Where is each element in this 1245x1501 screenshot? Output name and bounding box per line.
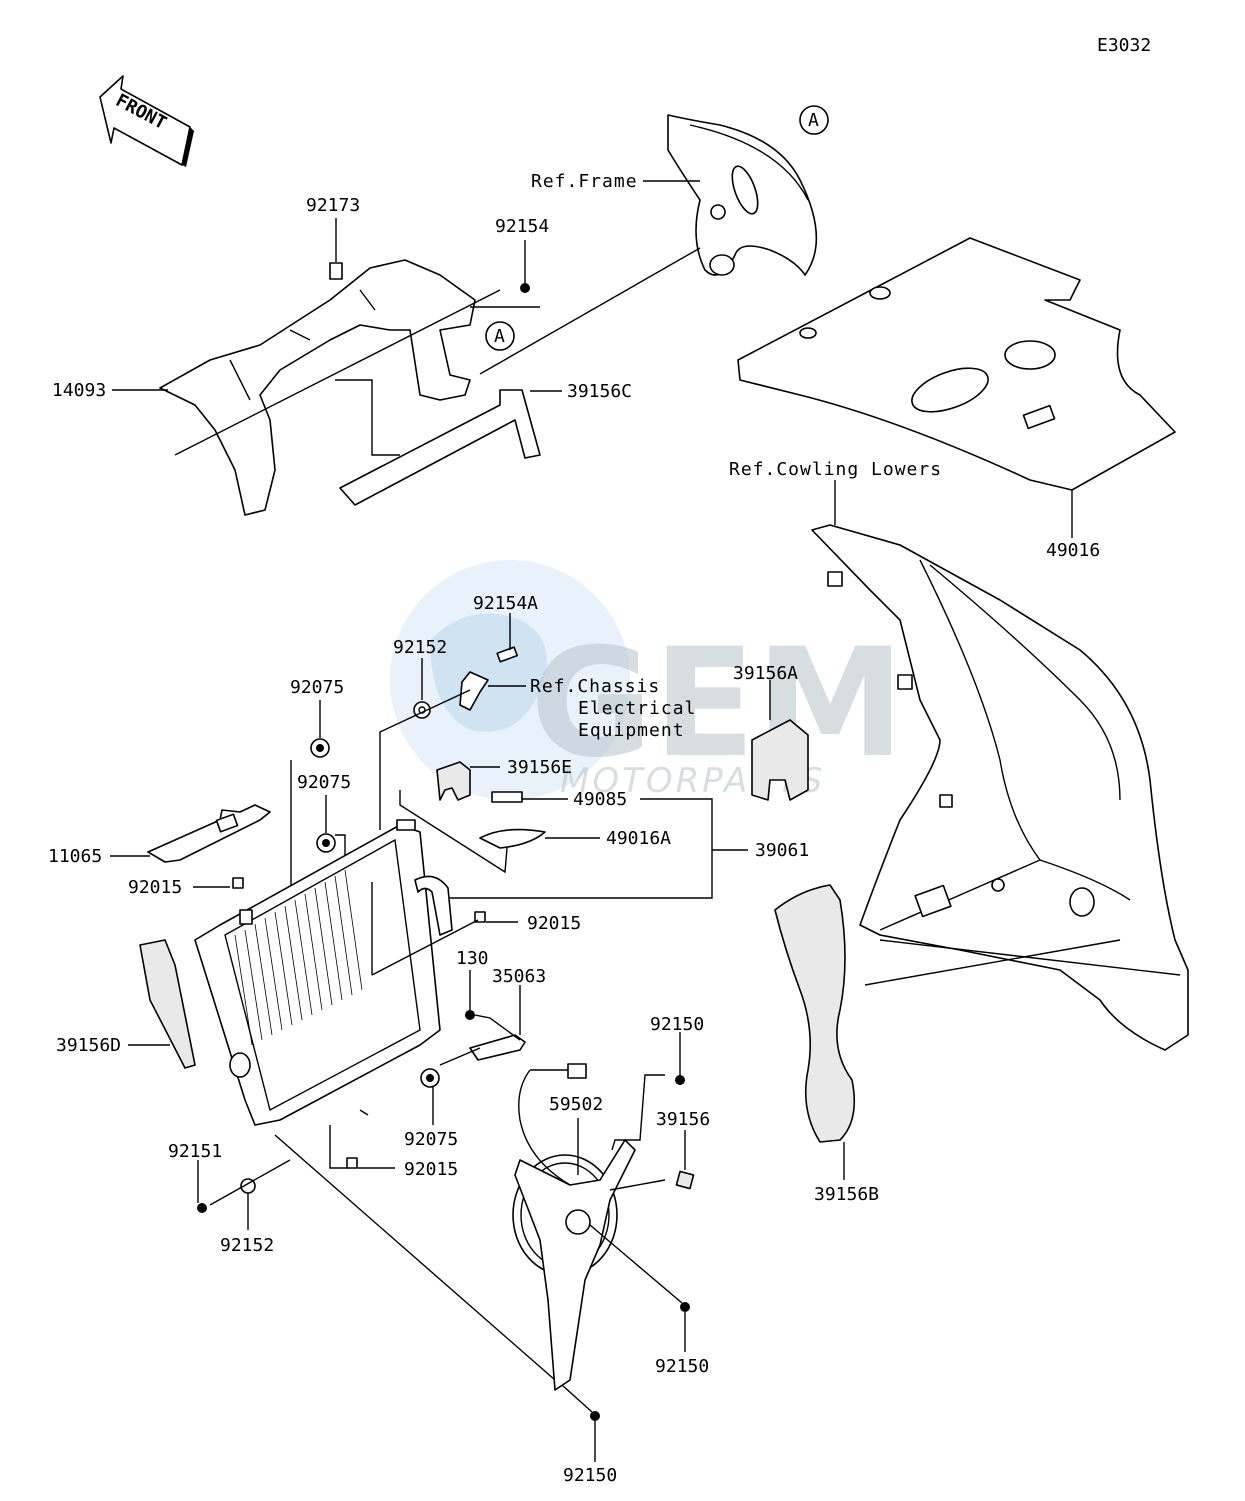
part-92015-a-label: 92015 (128, 877, 182, 898)
front-arrow-icon: FRONT (99, 75, 194, 167)
part-92150-c-label: 92150 (563, 1465, 617, 1486)
part-92173-label: 92173 (306, 195, 360, 216)
part-11065-plate (147, 804, 271, 863)
part-14093-label: 14093 (52, 380, 106, 401)
part-92150-nut-c (590, 1411, 600, 1421)
part-39156E-label: 39156E (507, 757, 572, 778)
diagram-code: E3032 (1097, 35, 1151, 56)
callout-a-top: A (799, 105, 829, 135)
frame-bracket (667, 114, 818, 276)
part-39156B-label: 39156B (814, 1184, 879, 1205)
part-39156C-label: 39156C (567, 381, 632, 402)
part-92015-clip-c (346, 1157, 358, 1169)
cowling-lower (811, 524, 1189, 1051)
part-92150-b-label: 92150 (655, 1356, 709, 1377)
part-35063-label: 35063 (492, 966, 546, 987)
chassis-bracket (459, 671, 489, 711)
part-49016-label: 49016 (1046, 540, 1100, 561)
part-92150-nut-b (680, 1302, 690, 1312)
part-39156A-label: 39156A (733, 663, 798, 684)
part-92075-grommet-a (310, 738, 330, 758)
ref-frame-label: Ref.Frame (531, 171, 638, 192)
part-59502-label: 59502 (549, 1094, 603, 1115)
part-92075-b-label: 92075 (297, 772, 351, 793)
part-39156-label: 39156 (656, 1109, 710, 1130)
part-59502-fan (512, 1063, 665, 1391)
part-11065-label: 11065 (48, 846, 102, 867)
part-39156A-foam (751, 719, 809, 801)
callout-a-top-label: A (808, 110, 819, 131)
part-130-bolt (465, 1010, 475, 1020)
part-92154A-label: 92154A (473, 593, 538, 614)
part-92173-clip (329, 262, 343, 280)
ref-cowling-label: Ref.Cowling Lowers (729, 459, 942, 480)
part-39156E-foam (436, 761, 471, 801)
part-92150-nut-a (675, 1075, 685, 1085)
callout-a-mid: A (485, 321, 515, 351)
part-92154A-bolt (496, 646, 518, 663)
watermark: GEM MOTORPARTS (390, 560, 905, 801)
part-92015-clip-b (474, 911, 486, 923)
part-92150-a-label: 92150 (650, 1014, 704, 1035)
part-92154-bolt (520, 283, 530, 293)
part-92154-label: 92154 (495, 216, 549, 237)
part-49016-plate (737, 237, 1176, 491)
watermark-logo: GEM (530, 617, 905, 791)
part-92151-bolt (197, 1203, 207, 1213)
part-49085-cap (491, 791, 523, 803)
part-49085-label: 49085 (573, 789, 627, 810)
radiator (194, 819, 453, 1126)
part-39156-pad (675, 1170, 695, 1190)
part-92015-clip-a (232, 877, 244, 889)
part-92015-b-label: 92015 (527, 913, 581, 934)
part-39156D-foam (139, 939, 196, 1069)
part-130-label: 130 (456, 948, 489, 969)
part-39156C-strip (339, 389, 541, 506)
ref-chassis-line2: Electrical (578, 698, 696, 719)
part-92075-a-label: 92075 (290, 677, 344, 698)
part-49016A-label: 49016A (606, 828, 671, 849)
part-92152-bottom-label: 92152 (220, 1235, 274, 1256)
part-49016A-seal (479, 828, 546, 849)
part-35063-bracket (469, 1034, 526, 1061)
part-39061-label: 39061 (755, 840, 809, 861)
part-14093-duct (159, 259, 476, 516)
callout-a-mid-label: A (494, 326, 505, 347)
part-92015-c-label: 92015 (404, 1159, 458, 1180)
part-92075-grommet-b (316, 833, 336, 853)
part-39156D-label: 39156D (56, 1035, 121, 1056)
ref-chassis-line3: Equipment (578, 720, 685, 741)
part-39156B-foam (774, 884, 856, 1143)
part-92151-label: 92151 (168, 1141, 222, 1162)
part-92075-grommet-c (420, 1068, 440, 1088)
part-92152-top-label: 92152 (393, 637, 447, 658)
ref-chassis-line1: Ref.Chassis (530, 676, 660, 697)
part-92075-c-label: 92075 (404, 1129, 458, 1150)
